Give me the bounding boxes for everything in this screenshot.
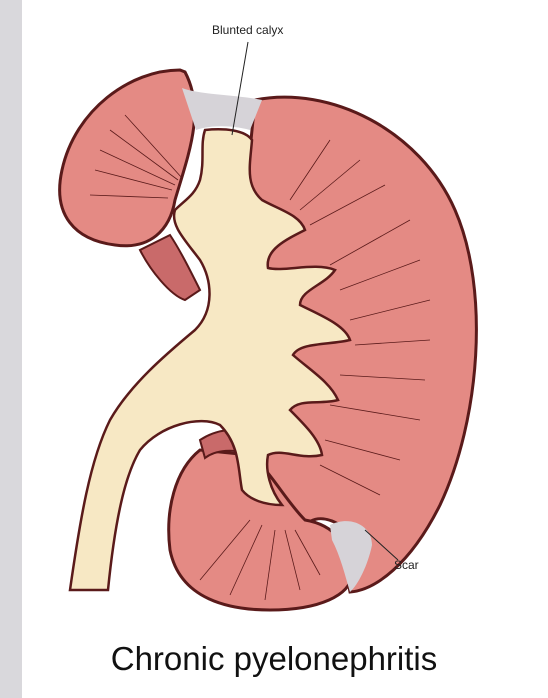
label-scar: Scar xyxy=(394,558,419,572)
upper-scar-region xyxy=(182,88,262,130)
figure-caption: Chronic pyelonephritis xyxy=(0,640,548,678)
label-blunted-calyx: Blunted calyx xyxy=(212,23,283,37)
